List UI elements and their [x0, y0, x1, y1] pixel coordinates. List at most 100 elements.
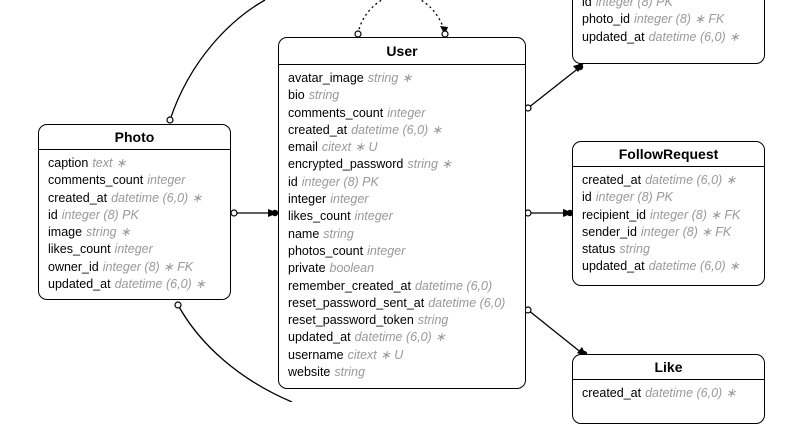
attribute-name: website — [288, 365, 331, 380]
relation-user-self-arrow — [440, 26, 448, 35]
relation-user-followrequest-dot — [566, 209, 574, 217]
attribute-type: string — [308, 88, 340, 103]
attribute-name: email — [288, 140, 318, 155]
attribute-name: name — [288, 226, 320, 241]
attribute-type: integer — [354, 209, 393, 224]
attribute-type: boolean — [329, 261, 375, 276]
attribute-type: datetime (6,0) ∗ — [648, 29, 740, 44]
attribute-type: datetime (6,0) ∗ — [645, 173, 737, 187]
relation-photo-user-dot — [271, 209, 279, 217]
attribute-type: string — [323, 226, 354, 241]
relation-user-like — [527, 309, 584, 355]
attribute-type: string — [619, 242, 650, 257]
attribute-name: sender_id — [582, 224, 637, 239]
attribute-type: datetime (6,0) ∗ — [114, 277, 206, 292]
relationship-lines — [166, 0, 588, 402]
attribute-type: string ∗ — [86, 225, 131, 240]
attribute-type: datetime (6,0) ∗ — [648, 259, 740, 274]
attribute-name: reset_password_token — [288, 313, 414, 328]
attribute-name: updated_at — [582, 29, 645, 44]
relation-photo-top-end — [166, 116, 174, 124]
attribute-type: integer (8) PK — [595, 0, 673, 9]
attribute-type: integer (8) PK — [595, 190, 673, 205]
relation-user-topright-dot — [576, 63, 584, 71]
attribute-type: citext ∗ U — [347, 347, 404, 362]
attribute-name: updated_at — [582, 259, 645, 274]
attribute-type: integer (8) ∗ FK — [102, 259, 194, 274]
attribute-name: updated_at — [48, 277, 111, 292]
attribute-type: datetime (6,0) ∗ — [351, 122, 443, 137]
attribute-type: datetime (6,0) ∗ — [645, 386, 737, 400]
attribute-name: reset_password_sent_at — [288, 295, 425, 310]
attribute-name: recipient_id — [582, 207, 646, 222]
attribute-name: created_at — [582, 386, 642, 400]
attribute-name: id — [288, 174, 298, 189]
attribute-name: created_at — [48, 190, 108, 205]
attribute-type: text ∗ — [92, 156, 127, 170]
attribute-name: avatar_image — [288, 71, 364, 85]
attribute-type: integer — [147, 173, 186, 188]
attribute-type: integer — [330, 192, 369, 207]
attribute-name: photo_id — [582, 12, 630, 27]
attribute-name: integer — [288, 192, 327, 207]
attribute-type: integer (8) ∗ FK — [633, 12, 725, 27]
attribute-name: caption — [48, 156, 89, 170]
entity-user-title: User — [279, 38, 525, 65]
attribute-type: integer — [367, 243, 406, 258]
attribute-type: integer — [114, 242, 153, 257]
attribute-name: owner_id — [48, 259, 99, 274]
relation-user-self — [357, 0, 445, 35]
attribute-type: datetime (6,0) ∗ — [111, 190, 203, 205]
attribute-name: comments_count — [48, 173, 144, 188]
attribute-name: photos_count — [288, 243, 364, 258]
attribute-type: integer (8) PK — [301, 174, 379, 189]
relation-photo-bottom-end — [174, 301, 182, 309]
attribute-name: created_at — [582, 173, 642, 187]
attribute-name: created_at — [288, 122, 348, 137]
attribute-type: string — [334, 365, 365, 380]
relation-photo-user-start — [230, 209, 238, 217]
attribute-type: string ∗ — [407, 157, 452, 172]
attribute-type: integer (8) ∗ FK — [640, 224, 732, 239]
attribute-name: bio — [288, 88, 305, 103]
attribute-type: integer — [387, 105, 426, 120]
attribute-type: datetime (6,0) — [414, 278, 493, 293]
entity-like-title: Like — [573, 355, 764, 380]
attribute-name: status — [582, 242, 616, 257]
attribute-name: likes_count — [288, 209, 351, 224]
relation-user-topright — [527, 66, 581, 109]
